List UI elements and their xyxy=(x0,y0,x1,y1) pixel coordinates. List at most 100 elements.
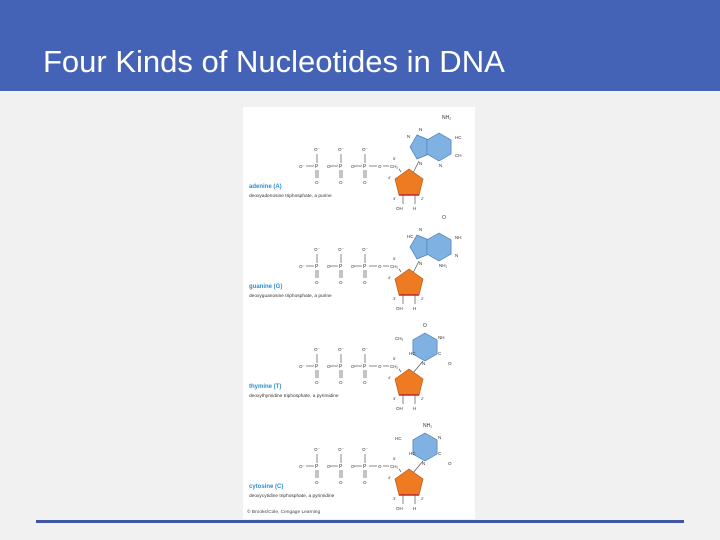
nucleotide-name: adenine (A) xyxy=(249,184,282,190)
sugar-ring xyxy=(394,368,424,396)
glycosidic-bond xyxy=(412,260,420,274)
phosphate-label: O xyxy=(315,380,319,385)
base-label: N xyxy=(419,261,422,266)
nucleotide-name: cytosine (C) xyxy=(249,484,283,490)
base-label: HC xyxy=(395,436,402,441)
phosphate-label: O xyxy=(327,364,331,369)
sugar-ring xyxy=(394,168,424,196)
phosphate-label: O xyxy=(363,480,367,485)
phosphate-bond xyxy=(398,368,402,373)
base-label: N xyxy=(419,161,422,166)
phosphate-label: P xyxy=(339,464,343,470)
phosphate-label: O xyxy=(339,480,343,485)
phosphate-label: CH₂ xyxy=(390,364,398,369)
base-label: N xyxy=(422,461,425,466)
base-label: C xyxy=(438,351,442,356)
sugar-ring xyxy=(394,268,424,296)
footer-rule xyxy=(36,520,684,523)
phosphate-label: O xyxy=(378,464,382,469)
phosphate-label: CH₂ xyxy=(390,164,398,169)
sugar-label: OH xyxy=(396,406,403,411)
phosphate-label: P xyxy=(363,264,367,270)
phosphate-label: 5' xyxy=(393,356,396,361)
nucleotide-name: guanine (G) xyxy=(249,284,282,290)
base-label: NH xyxy=(455,235,462,240)
phosphate-label: O⁻ xyxy=(299,264,306,269)
phosphate-label: P xyxy=(363,164,367,170)
phosphate-label: O xyxy=(351,264,355,269)
sugar-label: 4' xyxy=(388,275,391,280)
base-label: CH xyxy=(455,153,462,158)
base-ring-6 xyxy=(412,332,438,362)
phosphate-label: O xyxy=(351,464,355,469)
phosphate-label: O⁻ xyxy=(338,447,345,452)
base-label: HC xyxy=(407,234,414,239)
phosphate-label: O xyxy=(378,264,382,269)
base-ring-5 xyxy=(409,134,430,160)
phosphate-label: O xyxy=(339,380,343,385)
phosphate-label: O xyxy=(327,464,331,469)
base-label: O xyxy=(448,361,452,366)
sugar-label: H xyxy=(413,206,416,211)
phosphate-label: O xyxy=(327,264,331,269)
base-label: O xyxy=(423,323,427,329)
sugar-label: 2' xyxy=(421,496,424,501)
phosphate-label: O⁻ xyxy=(338,247,345,252)
nucleotide-description: deoxyadenosine triphosphate, a purine xyxy=(249,193,332,199)
phosphate-label: O xyxy=(315,480,319,485)
sugar-label: 3' xyxy=(393,396,396,401)
slide-title: Four Kinds of Nucleotides in DNA xyxy=(43,44,505,79)
phosphate-label: O⁻ xyxy=(299,464,306,469)
base-label: HC xyxy=(455,135,462,140)
phosphate-label: O⁻ xyxy=(314,347,321,352)
nucleotide-description: deoxythymidine triphosphate, a pyrimidin… xyxy=(249,393,339,399)
phosphate-label: P xyxy=(315,264,319,270)
phosphate-label: 5' xyxy=(393,456,396,461)
phosphate-label: CH₂ xyxy=(390,264,398,269)
sugar-ring xyxy=(394,468,424,496)
base-label: N xyxy=(407,134,410,139)
phosphate-label: P xyxy=(363,464,367,470)
phosphate-label: O xyxy=(351,364,355,369)
base-label: N xyxy=(438,435,441,440)
sugar-label: 2' xyxy=(421,196,424,201)
glycosidic-bond xyxy=(412,460,424,474)
sugar-label: 4' xyxy=(388,375,391,380)
figure-credit: © Brooks/Cole, Cengage Learning xyxy=(247,508,320,515)
sugar-label: 3' xyxy=(393,196,396,201)
base-label: NH₂ xyxy=(442,115,451,121)
phosphate-label: O⁻ xyxy=(314,247,321,252)
phosphate-label: O⁻ xyxy=(362,447,369,452)
phosphate-label: O⁻ xyxy=(299,164,306,169)
base-label: NH xyxy=(438,335,445,340)
phosphate-label: O⁻ xyxy=(314,147,321,152)
base-label: HC xyxy=(409,351,416,356)
base-label: CH₃ xyxy=(395,336,403,341)
base-label: O xyxy=(448,461,452,466)
phosphate-bond xyxy=(398,168,402,173)
sugar-label: OH xyxy=(396,506,403,511)
phosphate-label: P xyxy=(339,164,343,170)
sugar-label: H xyxy=(413,306,416,311)
base-label: N xyxy=(439,163,442,168)
phosphate-label: O xyxy=(363,380,367,385)
phosphate-label: O xyxy=(339,180,343,185)
sugar-label: 2' xyxy=(421,296,424,301)
phosphate-label: O xyxy=(363,280,367,285)
phosphate-label: O xyxy=(363,180,367,185)
phosphate-label: O⁻ xyxy=(362,147,369,152)
glycosidic-bond xyxy=(412,160,420,174)
phosphate-bond xyxy=(398,468,402,473)
phosphate-label: O⁻ xyxy=(338,147,345,152)
phosphate-label: O xyxy=(315,280,319,285)
sugar-label: H xyxy=(413,506,416,511)
base-label: C xyxy=(438,451,442,456)
sugar-label: H xyxy=(413,406,416,411)
nucleotide-description: deoxycytidine triphosphate, a pyrimidine xyxy=(249,493,335,499)
phosphate-label: O xyxy=(378,164,382,169)
